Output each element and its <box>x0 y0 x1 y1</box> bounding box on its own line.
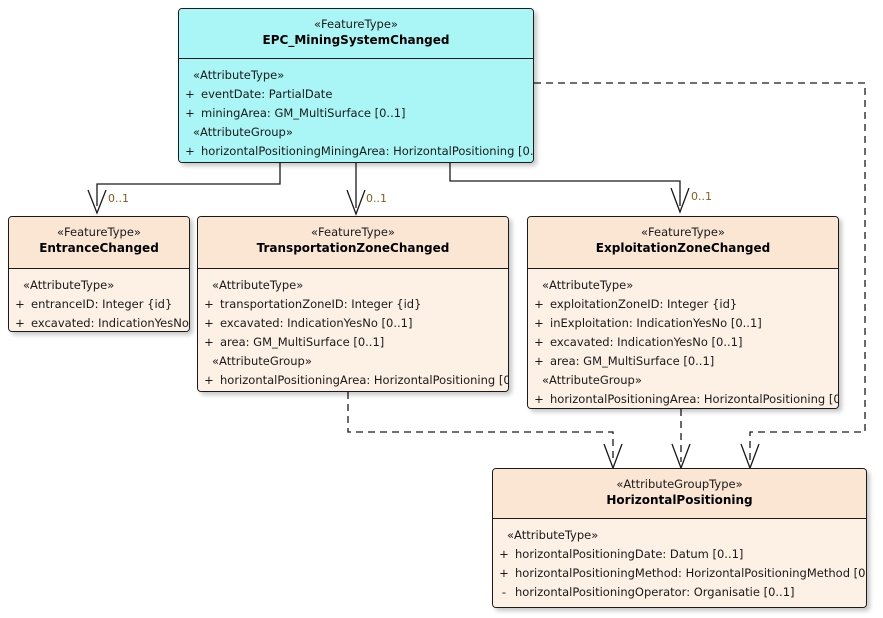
attribute-text: eventDate: PartialDate <box>201 87 333 101</box>
class-stereotype: «FeatureType» <box>311 225 395 239</box>
dependency-exploitationzone-to-horizontalpositioning <box>671 409 691 470</box>
class-box-transportationzonechanged[interactable]: «FeatureType» TransportationZoneChanged … <box>197 216 509 392</box>
attribute-row: + entranceID: Integer {id} <box>9 295 189 314</box>
attribute-visibility: + <box>15 316 25 330</box>
attribute-row: + excavated: IndicationYesNo <box>9 314 189 331</box>
attribute-group-label: «AttributeGroup» <box>193 125 293 139</box>
attribute-visibility: + <box>499 566 509 580</box>
attribute-visibility: + <box>185 106 195 120</box>
attribute-visibility: + <box>204 297 214 311</box>
class-box-epc-miningsystemchanged[interactable]: «FeatureType» EPC_MiningSystemChanged «A… <box>178 8 534 163</box>
class-name: ExploitationZoneChanged <box>595 241 771 255</box>
class-name: EPC_MiningSystemChanged <box>262 33 450 47</box>
attribute-group-label: «AttributeType» <box>212 278 304 292</box>
attribute-text: area: GM_MultiSurface [0..1] <box>220 335 385 349</box>
attribute-row: + area: GM_MultiSurface [0..1] <box>528 352 838 371</box>
attribute-row: + miningArea: GM_MultiSurface [0..1] <box>179 104 533 123</box>
attribute-text: horizontalPositioningMethod: HorizontalP… <box>515 566 867 580</box>
class-name: HorizontalPositioning <box>606 493 753 507</box>
attribute-text: horizontalPositioningArea: HorizontalPos… <box>220 373 509 387</box>
multiplicity-exploitationzonechanged: 0..1 <box>691 190 712 203</box>
class-stereotype: «FeatureType» <box>314 17 398 31</box>
attribute-text: horizontalPositioningOperator: Organisat… <box>515 585 795 599</box>
attribute-visibility: + <box>534 316 544 330</box>
generalization-entrancechanged <box>87 163 281 215</box>
attribute-text: excavated: IndicationYesNo [0..1] <box>550 335 743 349</box>
class-header-exploitationzonechanged: «FeatureType» ExploitationZoneChanged <box>528 217 838 269</box>
attribute-row: + inExploitation: IndicationYesNo [0..1] <box>528 314 838 333</box>
attribute-visibility: + <box>15 297 25 311</box>
attribute-visibility: + <box>534 392 544 406</box>
attribute-group-label: «AttributeGroup» <box>542 373 642 387</box>
attribute-visibility: + <box>185 87 195 101</box>
class-header-horizontalpositioning: «AttributeGroupType» HorizontalPositioni… <box>493 469 866 519</box>
attribute-row: + eventDate: PartialDate <box>179 85 533 104</box>
class-stereotype: «AttributeGroupType» <box>616 477 743 491</box>
attribute-group-label: «AttributeType» <box>23 278 115 292</box>
class-header-entrancechanged: «FeatureType» EntranceChanged <box>9 217 189 269</box>
attribute-row: + horizontalPositioningDate: Datum [0..1… <box>493 545 866 564</box>
attribute-visibility: + <box>185 144 195 158</box>
class-body-exploitationzonechanged: «AttributeType» + exploitationZoneID: In… <box>528 269 839 408</box>
attribute-row: + horizontalPositioningMiningArea: Horiz… <box>179 142 533 161</box>
attribute-row: + excavated: IndicationYesNo [0..1] <box>528 333 838 352</box>
multiplicity-transportationzonechanged: 0..1 <box>366 192 387 205</box>
attribute-group-label: «AttributeGroup» <box>212 354 312 368</box>
attribute-visibility: + <box>534 297 544 311</box>
class-header-transportationzonechanged: «FeatureType» TransportationZoneChanged <box>198 217 508 269</box>
attribute-group-label: «AttributeType» <box>193 68 285 82</box>
class-name: TransportationZoneChanged <box>256 241 450 255</box>
class-body-horizontalpositioning: «AttributeType» + horizontalPositioningD… <box>493 519 866 607</box>
class-box-horizontalpositioning[interactable]: «AttributeGroupType» HorizontalPositioni… <box>492 468 867 608</box>
class-stereotype: «FeatureType» <box>641 225 725 239</box>
class-stereotype: «FeatureType» <box>57 225 141 239</box>
attribute-row: + excavated: IndicationYesNo [0..1] <box>198 314 508 333</box>
generalization-transportationzonechanged <box>346 163 366 216</box>
attribute-visibility: + <box>499 547 509 561</box>
class-body-entrancechanged: «AttributeType» + entranceID: Integer {i… <box>9 269 189 331</box>
class-box-entrancechanged[interactable]: «FeatureType» EntranceChanged «Attribute… <box>8 216 190 332</box>
attribute-row: + area: GM_MultiSurface [0..1] <box>198 333 508 352</box>
class-box-exploitationzonechanged[interactable]: «FeatureType» ExploitationZoneChanged «A… <box>527 216 839 409</box>
attribute-text: horizontalPositioningMiningArea: Horizon… <box>201 144 534 158</box>
generalization-exploitationzonechanged <box>449 163 690 214</box>
attribute-row: - horizontalPositioningOperator: Organis… <box>493 583 866 602</box>
attribute-visibility: + <box>204 373 214 387</box>
attribute-row: + horizontalPositioningArea: HorizontalP… <box>198 371 508 390</box>
attribute-visibility: + <box>534 354 544 368</box>
multiplicity-entrancechanged: 0..1 <box>108 192 129 205</box>
attribute-group-label: «AttributeType» <box>507 528 599 542</box>
attribute-visibility: + <box>204 316 214 330</box>
class-body-epc-miningsystemchanged: «AttributeType» + eventDate: PartialDate… <box>179 59 533 162</box>
class-header-epc-miningsystemchanged: «FeatureType» EPC_MiningSystemChanged <box>179 9 533 59</box>
attribute-visibility: + <box>204 335 214 349</box>
class-name: EntranceChanged <box>39 241 159 255</box>
attribute-row: + horizontalPositioningArea: HorizontalP… <box>528 390 839 408</box>
attribute-visibility: + <box>534 335 544 349</box>
attribute-row: + transportationZoneID: Integer {id} <box>198 295 508 314</box>
attribute-text: horizontalPositioningDate: Datum [0..1] <box>515 547 744 561</box>
attribute-text: excavated: IndicationYesNo <box>31 316 189 330</box>
attribute-text: excavated: IndicationYesNo [0..1] <box>220 316 413 330</box>
attribute-group-label: «AttributeType» <box>542 278 634 292</box>
class-body-transportationzonechanged: «AttributeType» + transportationZoneID: … <box>198 269 508 391</box>
attribute-text: exploitationZoneID: Integer {id} <box>550 297 738 311</box>
attribute-visibility: - <box>501 585 507 599</box>
attribute-row: + exploitationZoneID: Integer {id} <box>528 295 838 314</box>
attribute-text: area: GM_MultiSurface [0..1] <box>550 354 715 368</box>
attribute-text: transportationZoneID: Integer {id} <box>220 297 422 311</box>
attribute-text: inExploitation: IndicationYesNo [0..1] <box>550 316 762 330</box>
attribute-row: + horizontalPositioningMethod: Horizonta… <box>493 564 866 583</box>
attribute-text: entranceID: Integer {id} <box>31 297 173 311</box>
attribute-text: miningArea: GM_MultiSurface [0..1] <box>201 106 406 120</box>
attribute-text: horizontalPositioningArea: HorizontalPos… <box>550 392 839 406</box>
